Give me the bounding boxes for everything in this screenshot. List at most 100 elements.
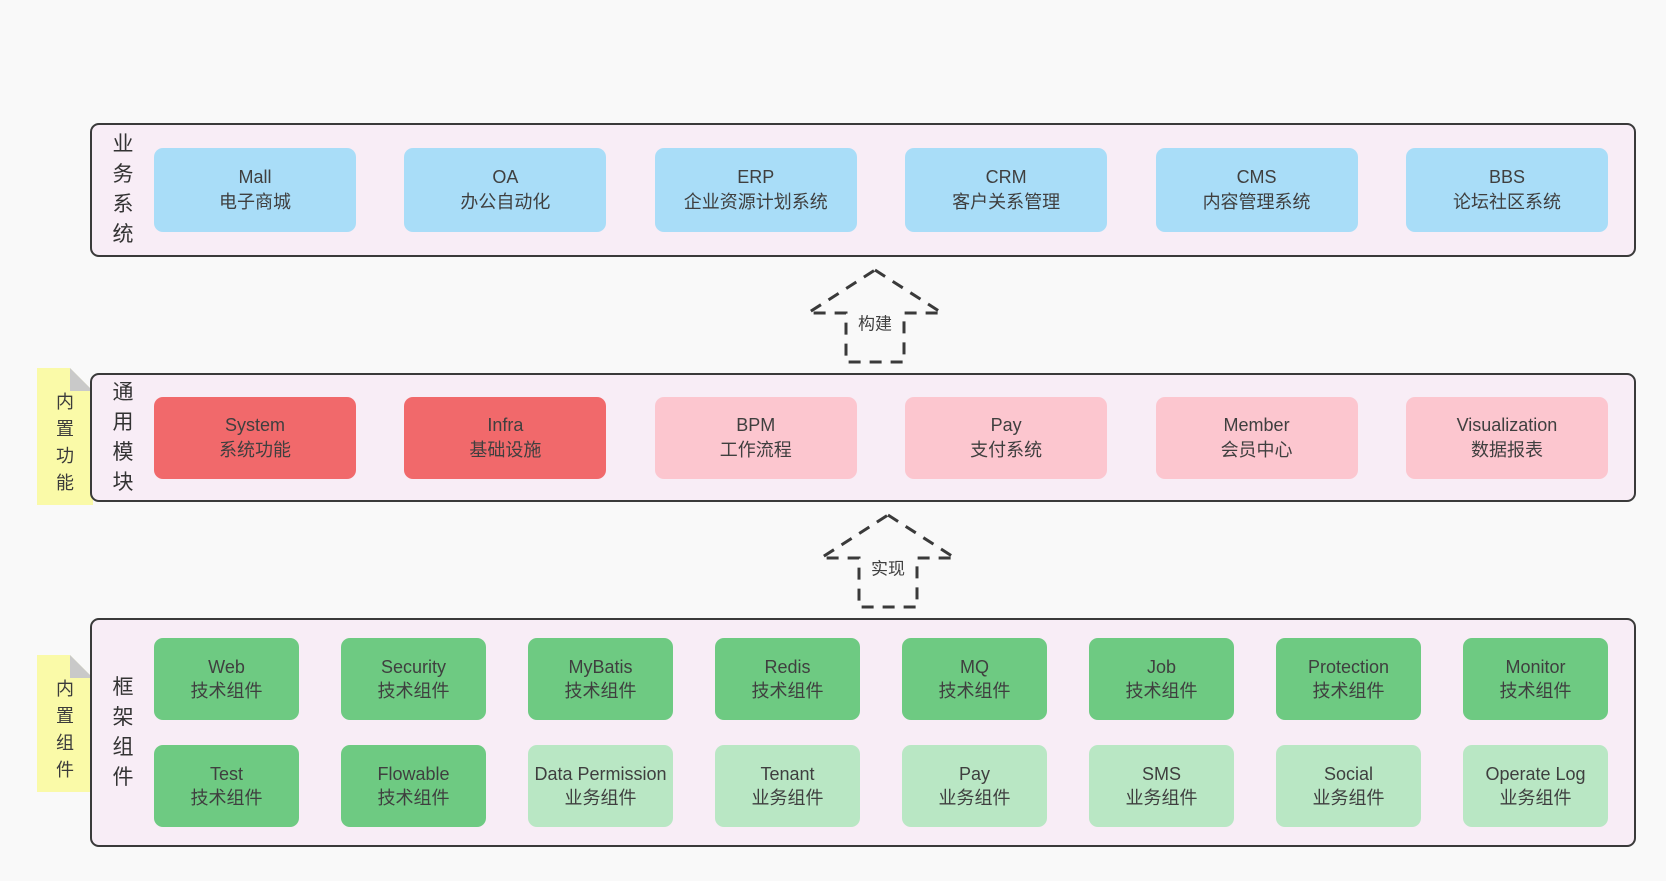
module-subtitle: 业务组件 — [564, 788, 637, 808]
module-subtitle: 数据报表 — [1470, 439, 1543, 460]
module-title: Redis — [764, 657, 811, 677]
arrow-label: 构建 — [855, 308, 895, 336]
module-subtitle: 电子商城 — [219, 192, 291, 212]
module-subtitle: 工作流程 — [719, 439, 792, 460]
module-title: BPM — [736, 414, 776, 435]
module-title: Social — [1323, 764, 1374, 784]
module-box-oa: OA 办公自动化 — [404, 148, 607, 232]
module-title: Tenant — [760, 764, 815, 784]
module-title: OA — [492, 167, 519, 187]
module-title: Monitor — [1505, 657, 1566, 677]
module-subtitle: 论坛社区系统 — [1452, 192, 1561, 212]
module-title: Test — [209, 764, 243, 784]
module-box-crm: CRM 客户关系管理 — [905, 148, 1108, 232]
module-title: CRM — [985, 167, 1027, 187]
module-box-operate-log: Operate Log 业务组件 — [1463, 745, 1608, 827]
module-title: Data Permission — [534, 764, 667, 784]
module-title: Flowable — [377, 764, 450, 784]
arrow-implement: 实现 — [818, 513, 958, 609]
arrow-label: 实现 — [868, 553, 908, 581]
module-title: Operate Log — [1485, 764, 1586, 784]
module-title: Web — [208, 657, 245, 677]
sticky-note-label: 内置组件 — [56, 678, 74, 780]
module-title: Security — [380, 657, 447, 677]
module-box-erp: ERP 企业资源计划系统 — [654, 148, 857, 232]
module-box-visualization: Visualization 数据报表 — [1405, 396, 1608, 479]
module-subtitle: 业务组件 — [938, 788, 1011, 808]
module-box-social: Social 业务组件 — [1276, 745, 1421, 827]
module-subtitle: 技术组件 — [377, 681, 450, 701]
module-box-pay: Pay 业务组件 — [902, 745, 1047, 827]
module-subtitle: 基础设施 — [469, 439, 542, 460]
module-box-pay: Pay 支付系统 — [905, 396, 1108, 479]
sticky-note-builtin-components: 内置组件 — [37, 655, 93, 792]
module-title: BBS — [1488, 167, 1525, 187]
section-label-common-modules: 通用模块 — [112, 380, 134, 494]
arrow-build: 构建 — [805, 268, 945, 364]
module-title: Visualization — [1456, 414, 1558, 435]
module-box-redis: Redis 技术组件 — [715, 638, 860, 720]
module-box-bpm: BPM 工作流程 — [654, 396, 857, 479]
module-title: Pay — [990, 414, 1022, 435]
section-label-framework-components: 框架组件 — [112, 675, 134, 789]
module-box-tenant: Tenant 业务组件 — [715, 745, 860, 827]
module-subtitle: 系统功能 — [219, 439, 291, 460]
module-subtitle: 业务组件 — [751, 788, 824, 808]
module-title: SMS — [1141, 764, 1181, 784]
module-title: ERP — [737, 167, 775, 187]
module-subtitle: 业务组件 — [1312, 788, 1385, 808]
module-box-security: Security 技术组件 — [341, 638, 486, 720]
module-title: Member — [1223, 414, 1290, 435]
module-title: Protection — [1307, 657, 1390, 677]
module-title: Job — [1146, 657, 1177, 677]
module-box-mall: Mall 电子商城 — [154, 148, 356, 232]
module-subtitle: 技术组件 — [377, 788, 450, 808]
module-subtitle: 支付系统 — [970, 439, 1043, 460]
module-title: Mall — [238, 167, 272, 187]
module-subtitle: 内容管理系统 — [1202, 192, 1311, 212]
module-subtitle: 会员中心 — [1220, 439, 1293, 460]
module-subtitle: 技术组件 — [1125, 681, 1198, 701]
module-box-test: Test 技术组件 — [154, 745, 299, 827]
module-title: MyBatis — [568, 657, 633, 677]
sticky-note-label: 内置功能 — [56, 391, 74, 493]
module-subtitle: 客户关系管理 — [952, 192, 1061, 212]
sticky-note-builtin-features: 内置功能 — [37, 368, 93, 505]
module-title: Pay — [958, 764, 991, 784]
module-subtitle: 技术组件 — [190, 788, 263, 808]
module-subtitle: 办公自动化 — [460, 192, 551, 212]
module-subtitle: 技术组件 — [751, 681, 824, 701]
module-box-job: Job 技术组件 — [1089, 638, 1234, 720]
module-box-bbs: BBS 论坛社区系统 — [1405, 148, 1608, 232]
module-subtitle: 技术组件 — [1312, 681, 1385, 701]
up-arrow-outline-icon — [818, 513, 958, 609]
module-subtitle: 业务组件 — [1499, 788, 1572, 808]
module-subtitle: 业务组件 — [1125, 788, 1198, 808]
module-subtitle: 企业资源计划系统 — [683, 192, 828, 212]
module-box-data-permission: Data Permission 业务组件 — [528, 745, 673, 827]
module-box-member: Member 会员中心 — [1155, 396, 1358, 479]
module-box-flowable: Flowable 技术组件 — [341, 745, 486, 827]
module-box-system: System 系统功能 — [154, 396, 356, 479]
module-box-sms: SMS 业务组件 — [1089, 745, 1234, 827]
up-arrow-outline-icon — [805, 268, 945, 364]
module-title: System — [224, 414, 285, 435]
module-subtitle: 技术组件 — [938, 681, 1011, 701]
module-box-protection: Protection 技术组件 — [1276, 638, 1421, 720]
